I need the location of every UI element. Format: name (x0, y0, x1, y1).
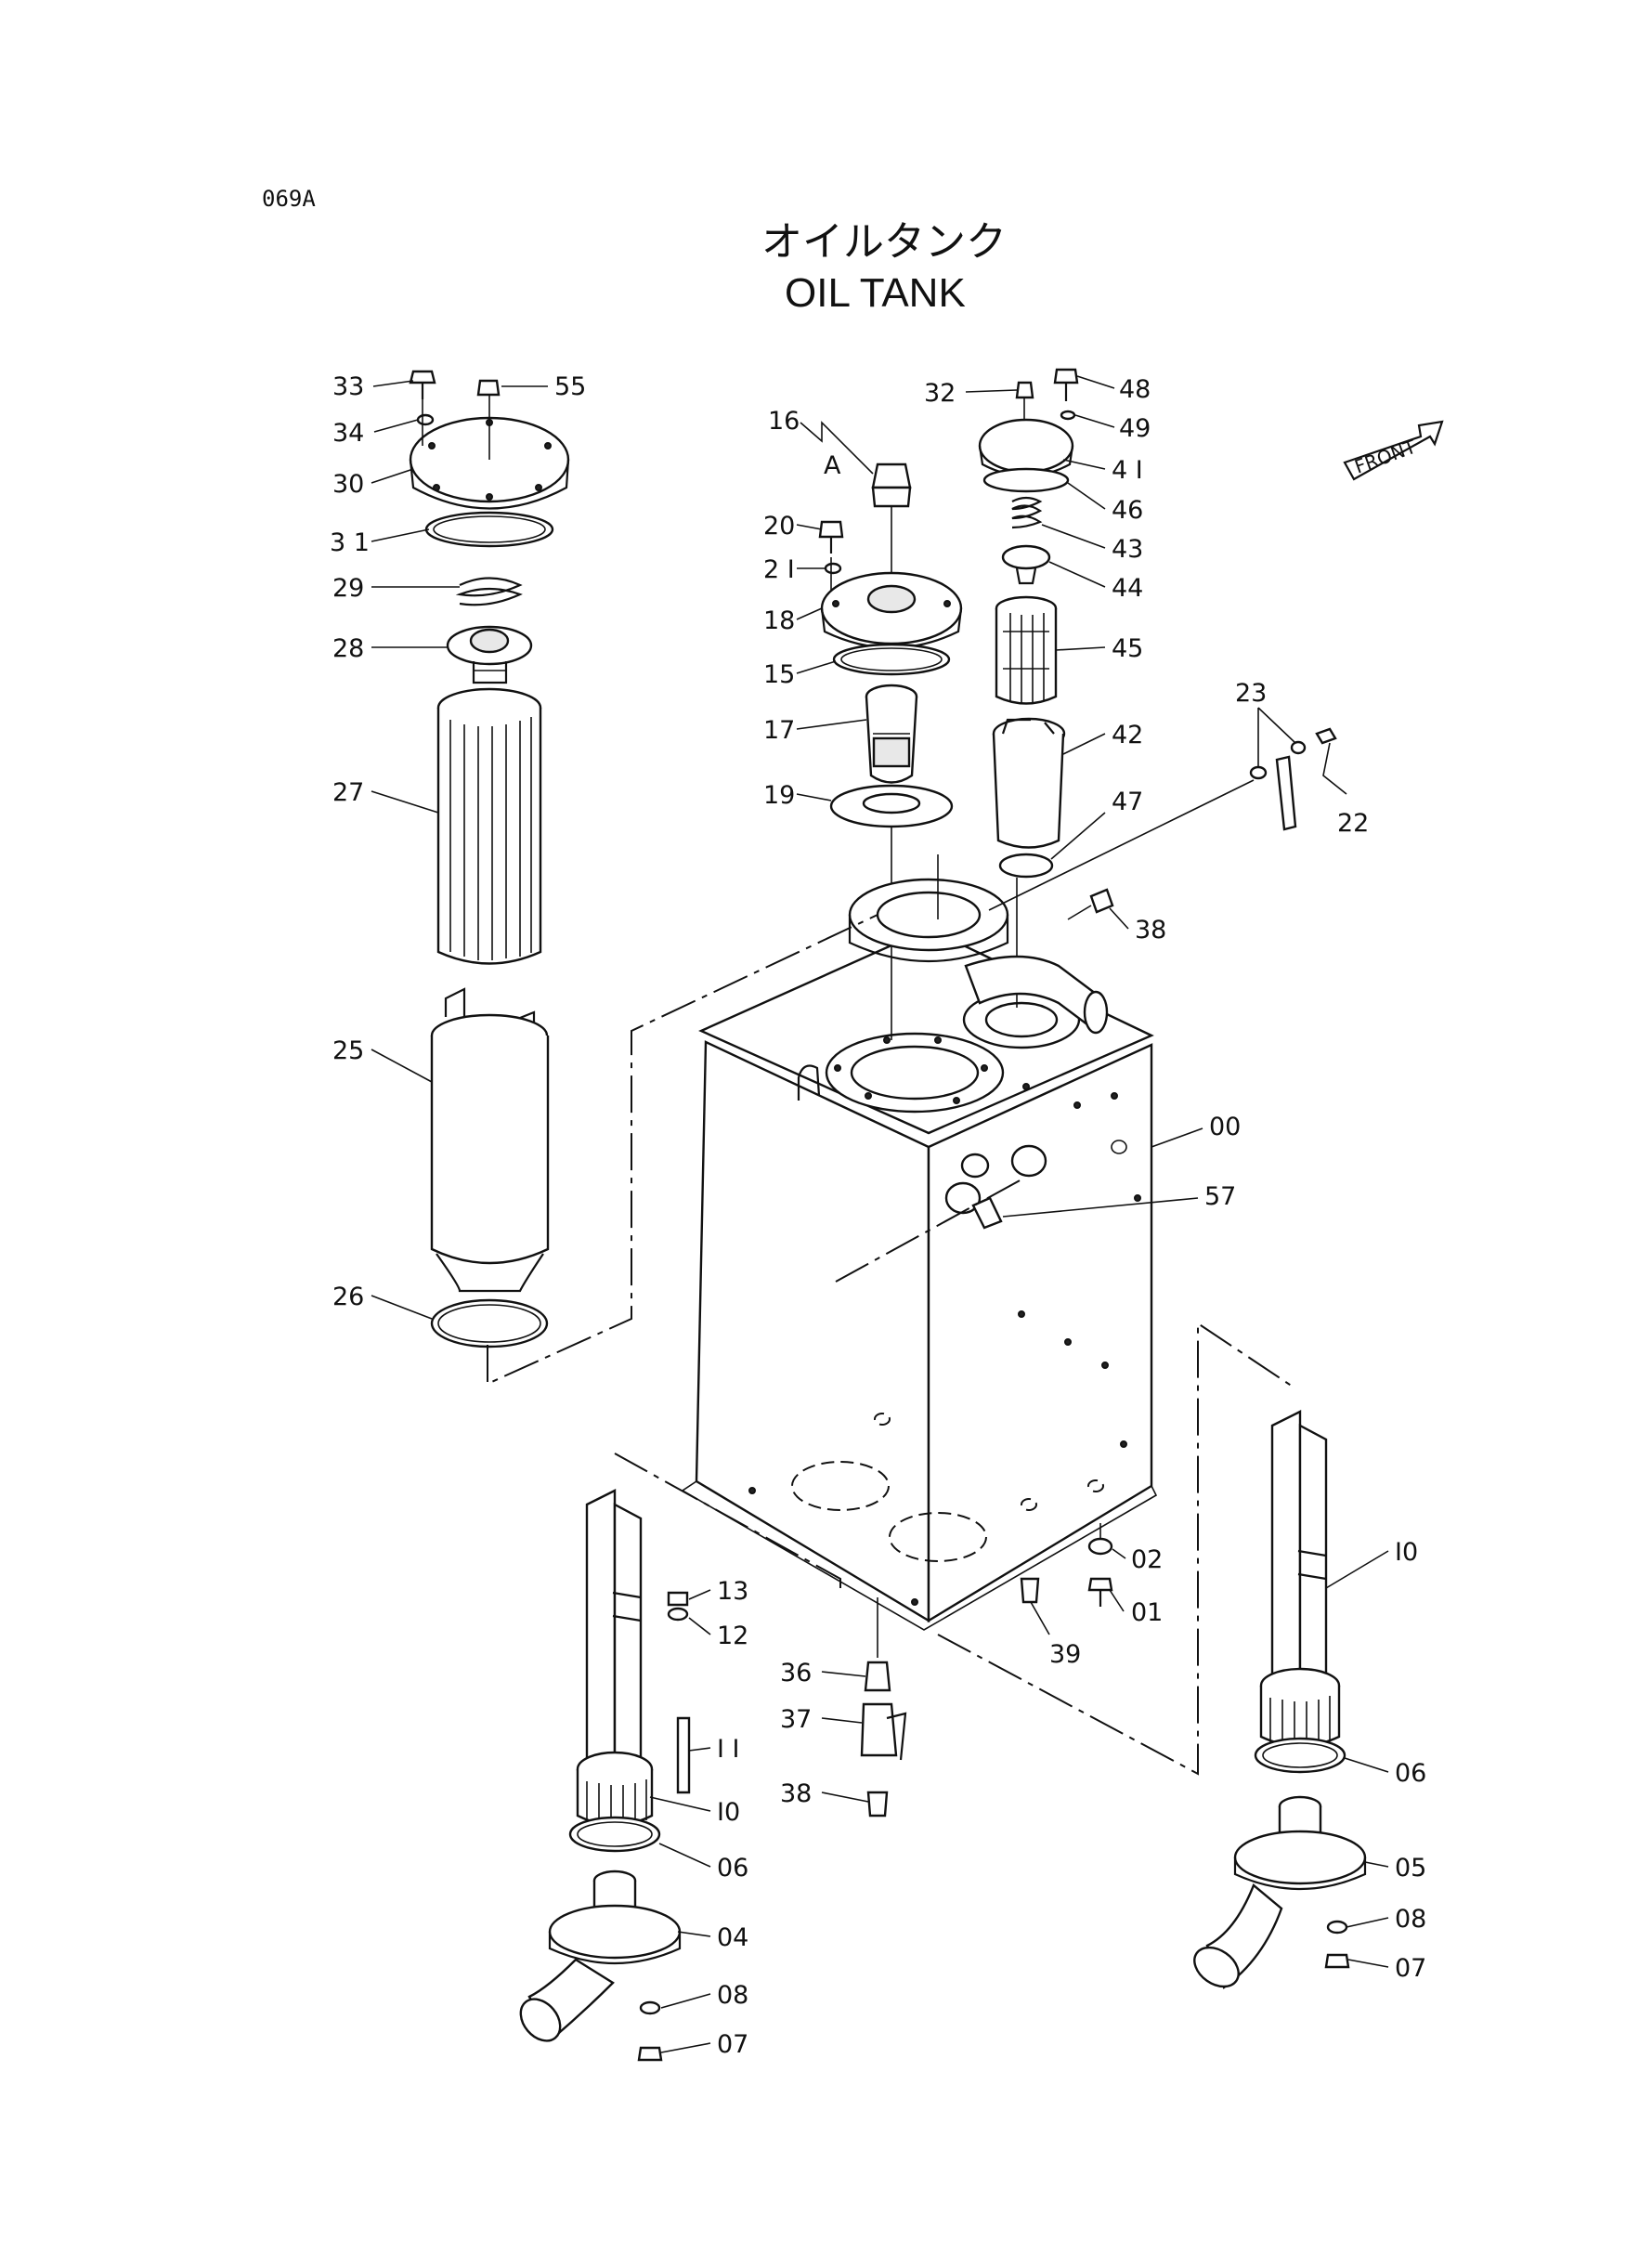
callout-10-right: I0 (1395, 1538, 1418, 1567)
callout-23: 23 (1235, 679, 1267, 708)
title-english: OIL TANK (785, 270, 966, 316)
callout-08-left: 08 (717, 1981, 748, 2010)
mount-bolts (1020, 1523, 1113, 1607)
callout-43: 43 (1112, 535, 1143, 564)
callout-48: 48 (1119, 375, 1151, 404)
callout-27: 27 (332, 778, 364, 807)
callout-21: 2 I (763, 555, 795, 584)
air-breather-filter-assembly (964, 368, 1109, 1035)
callout-19: 19 (763, 781, 795, 810)
callout-42: 42 (1112, 721, 1143, 749)
callout-17: 17 (763, 716, 795, 745)
callout-12: 12 (717, 1622, 748, 1650)
callout-47: 47 (1112, 788, 1143, 816)
callout-55: 55 (554, 372, 586, 401)
callout-28: 28 (332, 634, 364, 663)
callout-32: 32 (924, 379, 956, 408)
callout-11: I I (717, 1735, 740, 1764)
callout-44: 44 (1112, 574, 1143, 603)
callout-05: 05 (1395, 1854, 1426, 1883)
assembly-leader-lines (487, 914, 1296, 1776)
callout-33: 33 (332, 372, 364, 401)
oil-tank-body (681, 927, 1158, 1631)
callout-15: 15 (763, 660, 795, 689)
callout-26: 26 (332, 1283, 364, 1311)
title-japanese: オイルタンク (761, 218, 1007, 266)
plug-side (971, 1196, 1003, 1230)
callout-10-left: I0 (717, 1798, 740, 1827)
callout-57: 57 (1204, 1182, 1236, 1211)
callout-29: 29 (332, 574, 364, 603)
callout-22: 22 (1337, 809, 1369, 838)
drain-valve-assembly (860, 1597, 907, 1818)
callout-06-right: 06 (1395, 1759, 1426, 1788)
front-arrow-icon: FRONT (1343, 420, 1444, 481)
callout-49: 49 (1119, 414, 1151, 443)
callout-08-right: 08 (1395, 1905, 1426, 1934)
callout-13: 13 (717, 1577, 748, 1606)
callout-07-left: 07 (717, 2030, 748, 2059)
callout-36: 36 (780, 1659, 812, 1687)
callout-37: 37 (780, 1705, 812, 1734)
callout-07-right: 07 (1395, 1954, 1426, 1983)
suction-strainer-assembly (818, 463, 1009, 1040)
left-suction-pipe-assembly (519, 1489, 691, 2062)
callout-18: 18 (763, 606, 795, 635)
callout-25: 25 (332, 1036, 364, 1065)
callout-41: 4 I (1112, 456, 1143, 485)
callout-leaders (371, 375, 1389, 2053)
plug-top (1067, 888, 1114, 920)
callout-38-top: 38 (1135, 916, 1166, 945)
callout-06-left: 06 (717, 1854, 748, 1883)
callout-38-bottom: 38 (780, 1779, 812, 1808)
section-mark-a: A (824, 451, 841, 480)
callout-45: 45 (1112, 634, 1143, 663)
callout-04: 04 (717, 1923, 748, 1952)
return-filter-assembly (409, 370, 570, 1348)
callout-00: 00 (1209, 1113, 1241, 1141)
right-suction-pipe-assembly (1193, 1410, 1367, 1989)
callout-30: 30 (332, 470, 364, 499)
callout-34: 34 (332, 419, 364, 448)
callout-46: 46 (1112, 496, 1143, 525)
front-label: FRONT (1352, 436, 1420, 478)
callout-01: 01 (1131, 1598, 1163, 1627)
callout-02: 02 (1131, 1545, 1163, 1574)
callout-31: 3 1 (330, 528, 370, 557)
callout-16: 16 (768, 407, 800, 436)
page-code: 069A (262, 186, 316, 212)
level-gauge-assembly (988, 727, 1337, 911)
callout-labels: 33 55 34 30 3 1 29 28 27 25 26 16 A 20 2… (330, 372, 1426, 2059)
callout-39: 39 (1049, 1640, 1081, 1669)
callout-20: 20 (763, 512, 795, 541)
